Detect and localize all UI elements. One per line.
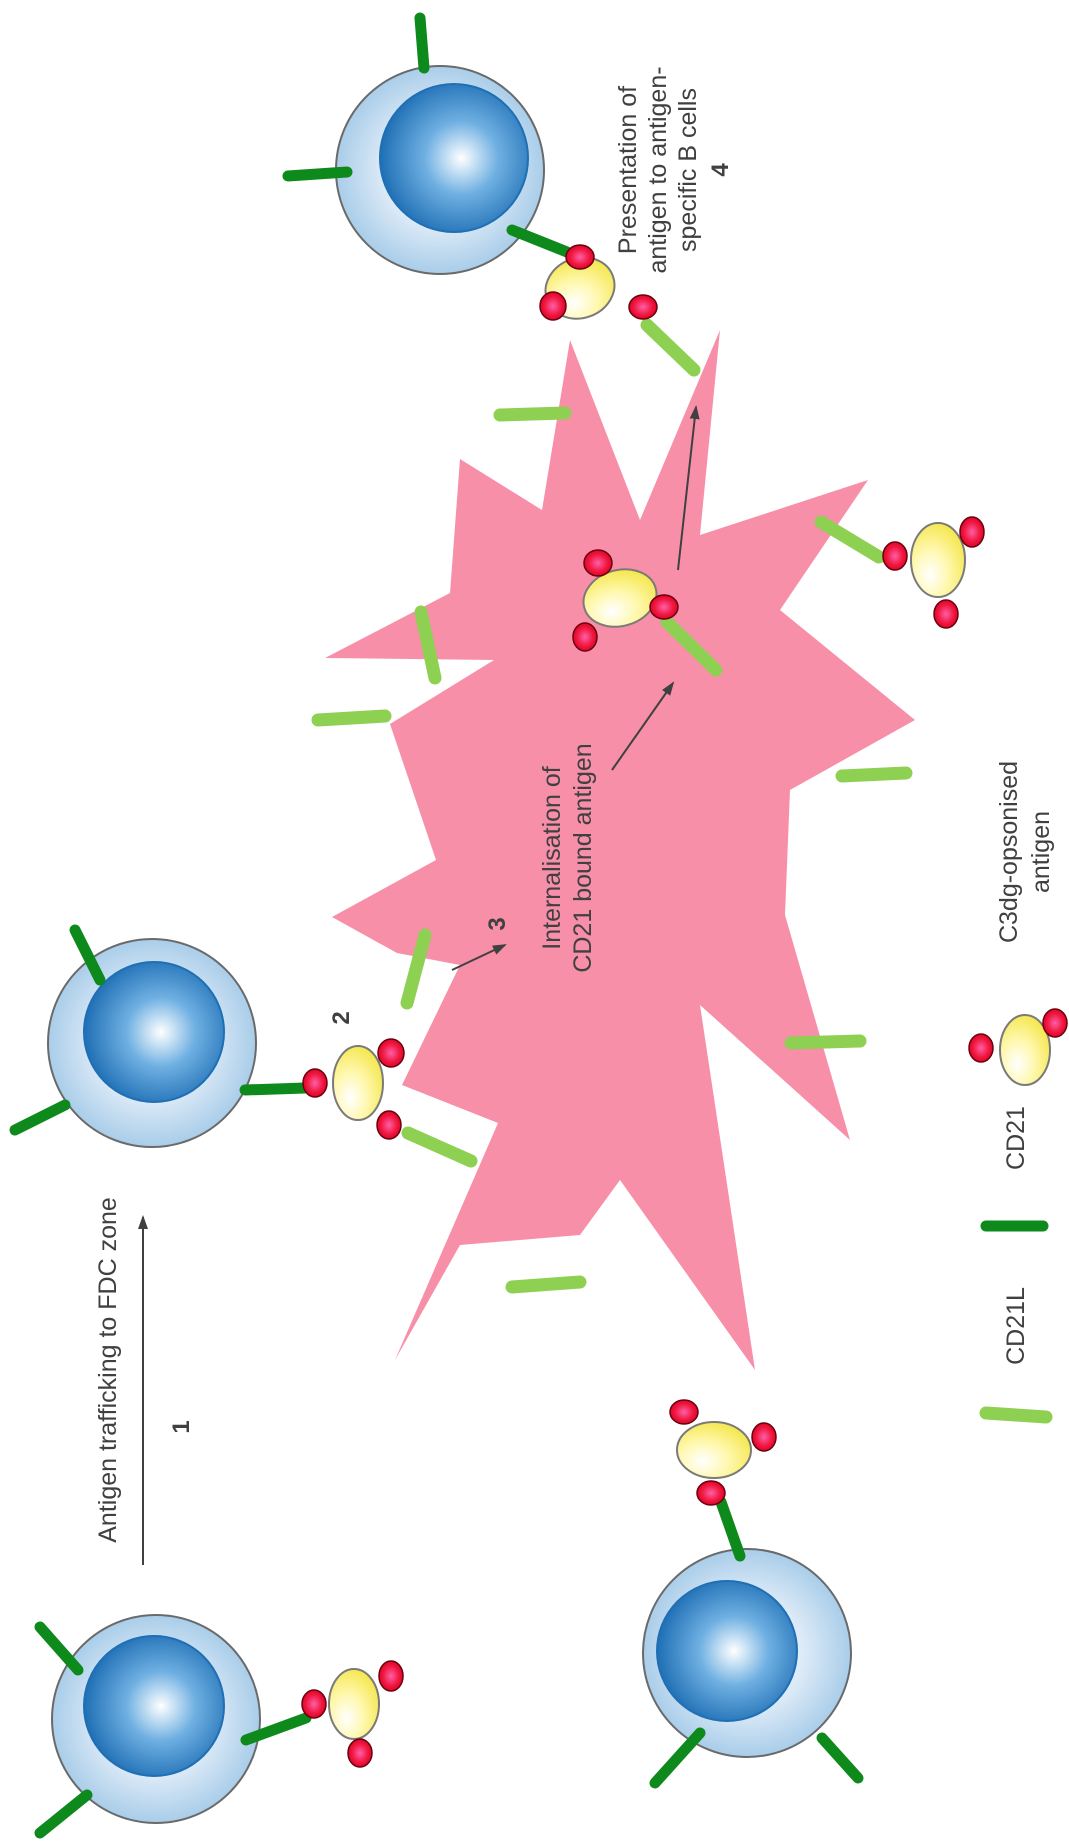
cd21l-receptor bbox=[414, 605, 442, 685]
step4-number: 4 bbox=[707, 163, 734, 177]
antigen-complex bbox=[572, 549, 679, 652]
arrow-present bbox=[677, 405, 700, 571]
cd21l-receptor bbox=[814, 515, 886, 564]
cd21l-receptor bbox=[401, 1126, 478, 1168]
cd21l-receptor bbox=[640, 318, 701, 377]
legend: CD21L CD21 C3dg-opsonised antigen bbox=[968, 761, 1068, 1424]
arrow-internalise bbox=[611, 681, 675, 771]
cd21l-receptor bbox=[784, 1034, 867, 1050]
antigen-complex bbox=[301, 1660, 404, 1768]
legend-cd21l-label: CD21L bbox=[1002, 1287, 1030, 1365]
legend-antigen-swatch bbox=[968, 1008, 1068, 1086]
step1-label: Antigen trafficking to FDC zone bbox=[94, 1197, 122, 1543]
antigen-complex bbox=[882, 516, 985, 629]
antigen-complex bbox=[669, 1399, 777, 1506]
step3-label-line2: CD21 bound antigen bbox=[569, 743, 597, 972]
legend-antigen-label-line1: C3dg-opsonised bbox=[995, 761, 1023, 943]
antigen-complex bbox=[539, 244, 658, 321]
antigen-complex bbox=[302, 1038, 405, 1140]
step4-label-line3: specific B cells bbox=[674, 88, 702, 252]
step4-label-line1: Presentation of bbox=[614, 86, 642, 254]
cd21l-receptor bbox=[311, 709, 392, 727]
arrows bbox=[138, 405, 700, 1565]
fdc-cell bbox=[325, 330, 915, 1370]
legend-cd21-label: CD21 bbox=[1002, 1106, 1030, 1170]
step3-number: 3 bbox=[484, 917, 511, 930]
step-labels: 1 Antigen trafficking to FDC zone 2 3 In… bbox=[94, 66, 734, 1542]
cd21l-receptor bbox=[835, 766, 913, 783]
cd21l-receptor bbox=[660, 615, 723, 677]
step2-number: 2 bbox=[328, 1011, 355, 1024]
b-cell bbox=[282, 12, 573, 275]
step4-label-line2: antigen to antigen- bbox=[644, 66, 672, 273]
cd21l-receptor bbox=[400, 928, 432, 1010]
cd21l-receptor bbox=[493, 406, 572, 422]
step3-label-line1: Internalisation of bbox=[538, 766, 566, 950]
arrow-step3 bbox=[451, 944, 507, 971]
cd21l-receptors bbox=[311, 318, 913, 1294]
b-cell bbox=[642, 1496, 864, 1789]
legend-cd21l-swatch bbox=[979, 1406, 1053, 1424]
b-cell bbox=[34, 1614, 312, 1839]
step1-number: 1 bbox=[168, 1420, 195, 1433]
b-cell bbox=[9, 924, 311, 1148]
cd21l-receptor bbox=[505, 1275, 587, 1294]
legend-antigen-label-line2: antigen bbox=[1027, 811, 1055, 893]
